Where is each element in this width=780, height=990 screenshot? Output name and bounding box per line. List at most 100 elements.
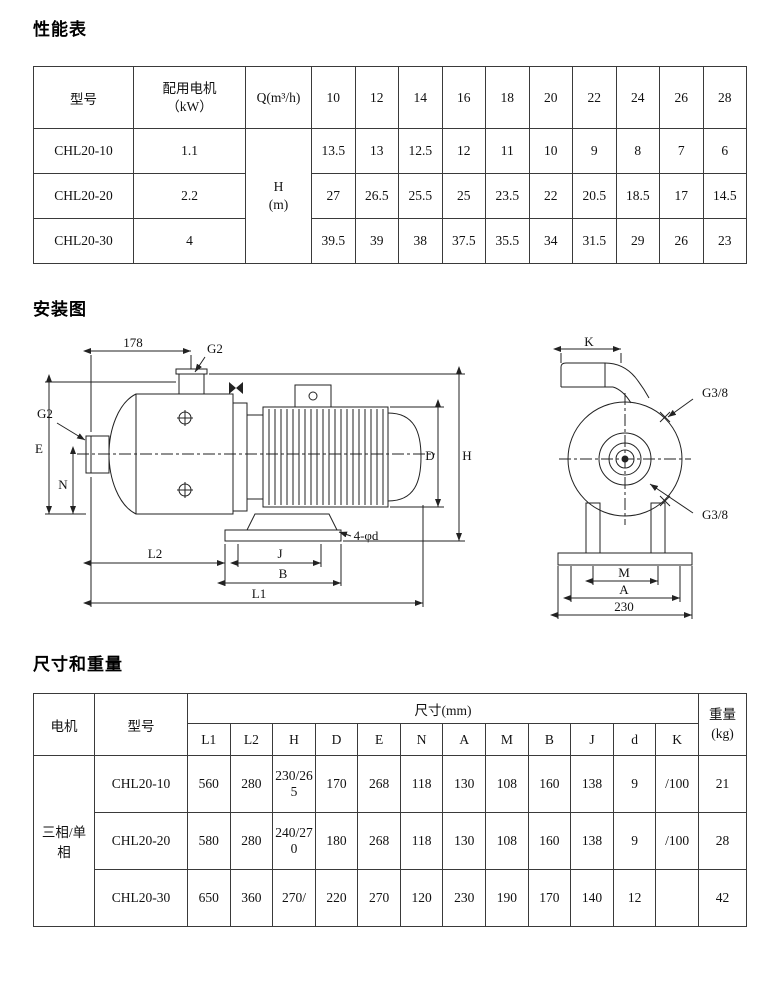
weight-cell: 28 [698,812,747,871]
dimensions-table: 电机 型号 尺寸(mm) 重量 (kg) L1 L2 H D E N A M B… [33,693,747,928]
dim-label-k: K [584,337,594,349]
dim-value-cell: 268 [357,812,401,871]
weight-cell: 42 [698,869,747,928]
head-value-cell: 22 [528,173,573,220]
dimensions-row: CHL20-30 650 360 270/ 220 270 120 230 19… [34,869,747,928]
head-value-cell: 38 [398,218,443,265]
perf-header-motor: 配用电机 （kW） [133,66,246,130]
terminal-box [294,384,332,408]
dim-col-header: B [527,723,572,757]
head-value-cell: 7 [659,128,704,175]
motor-kw-cell: 2.2 [133,173,246,220]
front-port [560,362,650,399]
perf-header-head-line2: (m) [268,197,289,213]
head-value-cell: 26 [659,218,704,265]
dim-value-cell: 118 [399,755,444,814]
dim-header-size: 尺寸(mm) [187,693,699,725]
dim-value-cell: 160 [527,812,572,871]
dimensions-row: 三相/单相 CHL20-10 560 280 230/265 170 268 1… [33,755,747,928]
pump-side-view-drawing: 178 G2 G2 E N D H 4-φd L2 J B L1 [35,337,472,607]
dim-value-cell: 240/270 [272,812,316,871]
pump-side-outline [77,368,435,542]
dim-label-g38-top: G3/8 [702,385,728,400]
rear-flange [232,402,248,512]
motor-kw-cell: 4 [133,218,246,265]
dim-col-header: d [612,723,657,757]
head-value-cell: 12.5 [398,128,443,175]
performance-table: 型号 配用电机 （kW） Q(m³/h) 10 12 14 16 18 20 2… [33,66,747,265]
dim-label-g2-top: G2 [207,341,223,356]
dim-value-cell: 9 [612,812,657,871]
dim-col-header: N [399,723,444,757]
dim-value-cell: 160 [527,755,572,814]
dimensions-subheader-row: L1 L2 H D E N A M B J d K [34,723,747,757]
dim-label-4phid: 4-φd [354,528,379,543]
perf-header-model: 型号 [33,66,134,130]
head-value-cell: 39 [354,218,399,265]
dim-value-cell: 140 [570,869,614,928]
dim-value-cell: 270 [357,869,401,928]
q-value-header: 20 [528,66,573,130]
motor-end-cap [387,412,422,502]
dim-label-l1: L1 [252,586,266,601]
perf-header-q: Q(m³/h) [245,66,312,130]
dimensions-row: CHL20-20 580 280 240/270 180 268 118 130… [34,812,747,871]
head-value-cell: 26.5 [354,173,399,220]
head-value-cell: 11 [485,128,530,175]
dim-label-b: B [279,566,288,581]
model-cell: CHL20-30 [33,218,134,265]
head-value-cell: 37.5 [441,218,486,265]
front-dimension-lines [550,345,693,619]
dim-label-g38-bottom: G3/8 [702,507,728,522]
dim-value-cell: 138 [570,755,614,814]
motor-type-cell: 三相/单相 [33,755,95,928]
q-value-header: 14 [398,66,443,130]
head-value-cell: 34 [528,218,573,265]
dim-value-cell: /100 [655,812,699,871]
section-title-installation: 安装图 [33,300,87,320]
dim-header-weight-line1: 重量 [709,707,736,723]
dim-value-cell: 230/265 [272,755,316,814]
q-value-header: 22 [572,66,617,130]
dim-value-cell: 9 [612,755,657,814]
dim-value-cell: 170 [314,755,359,814]
q-value-header: 12 [354,66,399,130]
dim-col-header: D [314,723,359,757]
section-title-dimensions: 尺寸和重量 [33,654,123,674]
dim-label-g2-left: G2 [37,406,53,421]
dim-value-cell: 130 [442,812,487,871]
q-value-header: 16 [441,66,486,130]
q-value-header: 26 [659,66,704,130]
dim-header-model: 型号 [94,693,188,757]
head-value-cell: 35.5 [485,218,530,265]
head-value-cell: 14.5 [702,173,747,220]
dim-value-cell: 280 [229,812,274,871]
q-value-header: 24 [615,66,660,130]
left-leg [585,502,601,554]
model-cell: CHL20-20 [33,173,134,220]
model-cell: CHL20-20 [94,812,188,871]
perf-header-head: H (m) [245,128,312,265]
dim-label-e: E [35,441,43,456]
perf-header-motor-line2: （kW） [166,98,213,114]
dim-label-j: J [277,546,282,561]
base-plate [557,552,693,566]
dim-value-cell: 220 [314,869,359,928]
head-value-cell: 12 [441,128,486,175]
head-value-cell: 23.5 [485,173,530,220]
dim-label-h: H [462,448,471,463]
head-value-cell: 17 [659,173,704,220]
dim-header-weight: 重量 (kg) [698,693,747,757]
side-dimension-labels: 178 G2 G2 E N D H 4-φd L2 J B L1 [35,337,472,601]
pump-front-view-drawing: K G3/8 G3/8 M A 230 [550,337,728,619]
dim-label-n: N [58,477,68,492]
head-value-cell: 13.5 [311,128,356,175]
dim-col-header: K [655,723,699,757]
motor-fins [268,408,384,505]
right-leg [650,502,666,554]
dim-col-header: M [485,723,529,757]
side-dimension-lines [45,347,465,607]
performance-row: CHL20-30 4 39.5 39 38 37.5 35.5 34 31.5 … [33,218,747,265]
dim-col-header: L1 [187,723,231,757]
